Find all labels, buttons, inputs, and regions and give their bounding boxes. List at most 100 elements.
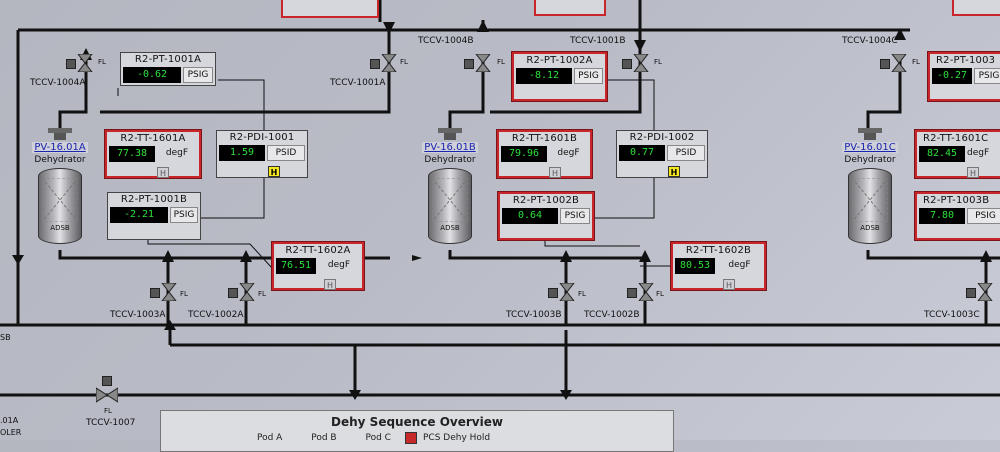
instrument-r2-tt-1601a[interactable]: R2-TT-1601A 77.38 degF H: [104, 129, 202, 179]
instrument-value: 0.64: [502, 208, 558, 224]
valve-tccv-1004a[interactable]: [66, 54, 93, 72]
valve-actuator-icon: [66, 59, 76, 69]
pod-c-label: Pod C: [365, 433, 391, 443]
valve-tccv-1003a[interactable]: [150, 283, 177, 301]
valve-icon: [77, 54, 93, 72]
vessel-pv-1601b[interactable]: PV-16.01B Dehydrator ADSB: [422, 128, 478, 244]
high-alarm-flag[interactable]: H: [268, 166, 280, 177]
partial-instrument-box[interactable]: [281, 0, 379, 18]
valve-tccv-1004b[interactable]: [464, 54, 491, 72]
instrument-r2-tt-1601b[interactable]: R2-TT-1601B 79.96 degF H: [496, 129, 593, 179]
valve-tccv-1001b[interactable]: [622, 54, 649, 72]
partial-instrument-box[interactable]: [952, 0, 1000, 16]
valve-tag: TCCV-1002A: [188, 310, 244, 320]
valve-tccv-1003c[interactable]: [966, 283, 993, 301]
vessel-bed-marks: [852, 178, 888, 222]
instrument-tag: R2-TT-1601A: [120, 133, 186, 144]
valve-icon: [891, 54, 907, 72]
instrument-tag: R2-PT-1001A: [134, 54, 202, 65]
valve-tccv-1001a[interactable]: [370, 54, 397, 72]
fail-last-label: FL: [400, 58, 408, 66]
instrument-r2-pt-1001a[interactable]: R2-PT-1001A -0.62 PSIG: [120, 52, 216, 86]
edge-label: .01A: [0, 416, 19, 425]
instrument-r2-tt-1602a[interactable]: R2-TT-1602A 76.51 degF H: [271, 241, 365, 291]
high-alarm-flag[interactable]: H: [157, 167, 169, 178]
fail-last-label: FL: [654, 58, 662, 66]
instrument-value: 80.53: [675, 258, 715, 274]
high-alarm-flag[interactable]: H: [324, 279, 336, 290]
valve-tccv-1002a[interactable]: [228, 283, 255, 301]
valve-tccv-1003b[interactable]: [548, 283, 575, 301]
vessel-name-link[interactable]: PV-16.01B: [422, 142, 478, 153]
valve-icon: [381, 54, 397, 72]
instrument-r2-pt-1003b[interactable]: R2-PT-1003B 7.80 PSIG: [914, 191, 1000, 241]
vessel-subtitle: Dehydrator: [34, 155, 86, 165]
vessel-pv-1601c[interactable]: PV-16.01C Dehydrator ADSB: [842, 128, 898, 244]
instrument-unit: PSIG: [967, 208, 1000, 224]
dehy-hold-indicator-icon[interactable]: [405, 432, 417, 444]
instrument-unit: degF: [717, 258, 762, 274]
instrument-value: -2.21: [110, 207, 168, 223]
fail-last-label: FL: [912, 58, 920, 66]
instrument-unit: PSID: [267, 145, 305, 161]
dehy-hold-label: PCS Dehy Hold: [423, 433, 491, 443]
instrument-value: -8.12: [516, 68, 572, 84]
valve-actuator-icon: [966, 288, 976, 298]
partial-instrument-box[interactable]: [534, 0, 606, 16]
instrument-unit: PSIG: [974, 68, 1000, 84]
valve-icon: [633, 54, 649, 72]
pod-columns: Pod A Pod B Pod C: [257, 433, 417, 443]
instrument-tag: R2-PT-1001B: [120, 194, 188, 205]
high-alarm-flag[interactable]: H: [723, 279, 735, 290]
valve-tag: TCCV-1007: [86, 418, 136, 428]
valve-tag: TCCV-1004B: [418, 36, 474, 46]
instrument-r2-pdi-1002[interactable]: R2-PDI-1002 0.77 PSID H: [616, 130, 708, 178]
instrument-value: 77.38: [109, 146, 155, 162]
instrument-r2-pdi-1001[interactable]: R2-PDI-1001 1.59 PSID H: [216, 130, 308, 178]
valve-actuator-icon: [627, 288, 637, 298]
instrument-r2-pt-1002b[interactable]: R2-PT-1002B 0.64 PSIG: [497, 191, 595, 241]
valve-actuator-icon: [370, 59, 380, 69]
vessel-subtitle: Dehydrator: [844, 155, 896, 165]
edge-label: OLER: [0, 428, 22, 437]
vessel-bed-marks: [432, 178, 468, 222]
valve-actuator-icon: [880, 59, 890, 69]
instrument-r2-tt-1601c[interactable]: R2-TT-1601C 82.45 degF H: [914, 129, 1000, 179]
high-alarm-flag[interactable]: H: [549, 167, 561, 178]
instrument-value: 82.45: [919, 146, 965, 162]
instrument-tag: R2-PT-1003B: [923, 195, 990, 206]
valve-tccv-1002b[interactable]: [627, 283, 654, 301]
fail-last-label: FL: [497, 58, 505, 66]
valve-icon: [161, 283, 177, 301]
vessel-pv-1601a[interactable]: PV-16.01A Dehydrator ADSB: [32, 128, 88, 244]
instrument-r2-pt-1001b[interactable]: R2-PT-1001B -2.21 PSIG: [107, 192, 201, 240]
valve-icon: [559, 283, 575, 301]
instrument-unit: degF: [967, 146, 1000, 162]
valve-tag: TCCV-1003C: [924, 310, 980, 320]
vessel-name-link[interactable]: PV-16.01A: [32, 142, 88, 153]
instrument-unit: PSIG: [574, 68, 603, 84]
fail-last-label: FL: [656, 290, 664, 298]
valve-tag: TCCV-1003B: [506, 310, 562, 320]
valve-actuator-icon: [228, 288, 238, 298]
valve-actuator-icon: [548, 288, 558, 298]
valve-tag: TCCV-1004C: [842, 36, 898, 46]
dehy-sequence-overview-panel[interactable]: Dehy Sequence Overview Pod A Pod B Pod C…: [160, 410, 674, 452]
instrument-value: -0.62: [123, 67, 181, 83]
valve-tccv-1004c[interactable]: [880, 54, 907, 72]
high-alarm-flag[interactable]: H: [967, 167, 979, 178]
high-alarm-flag[interactable]: H: [668, 166, 680, 177]
valve-tag: TCCV-1003A: [110, 310, 166, 320]
instrument-tag: R2-TT-1602B: [685, 245, 752, 256]
vessel-name-link[interactable]: PV-16.01C: [842, 142, 898, 153]
instrument-unit: PSIG: [170, 207, 198, 223]
instrument-unit: degF: [157, 146, 197, 162]
instrument-r2-tt-1602b[interactable]: R2-TT-1602B 80.53 degF H: [670, 241, 767, 291]
instrument-tag: R2-TT-1601C: [923, 133, 989, 144]
instrument-unit: PSID: [667, 145, 705, 161]
valve-tccv-1007[interactable]: [96, 376, 118, 403]
instrument-r2-pt-1003a[interactable]: R2-PT-1003 -0.27 PSIG: [927, 51, 1000, 102]
valve-actuator-icon: [102, 376, 112, 386]
instrument-value: 76.51: [276, 258, 316, 274]
instrument-r2-pt-1002a[interactable]: R2-PT-1002A -8.12 PSIG: [511, 51, 608, 102]
